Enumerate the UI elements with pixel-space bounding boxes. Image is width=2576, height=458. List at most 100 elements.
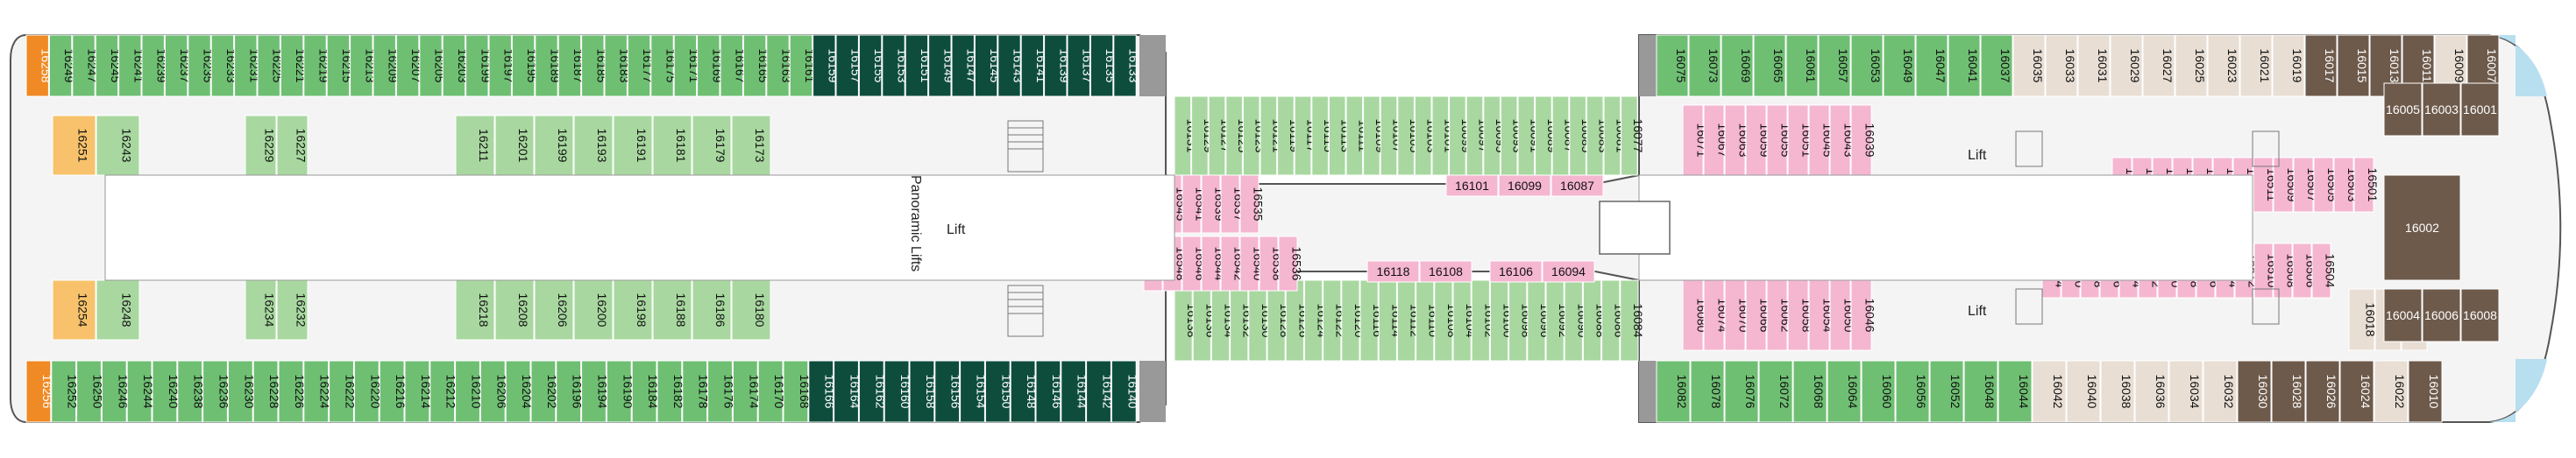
cabin-16215[interactable]: 16215	[326, 34, 354, 97]
cabin-box[interactable]	[534, 279, 574, 341]
cabin-16005[interactable]: 16005	[2383, 82, 2423, 137]
cabin-16019[interactable]: 16019	[2272, 34, 2305, 97]
cabin-box[interactable]	[278, 360, 304, 423]
cabin-box[interactable]	[984, 360, 1011, 423]
cabin-16038[interactable]: 16038	[2100, 360, 2135, 423]
cabin-box[interactable]	[1020, 34, 1045, 97]
cabin-box[interactable]	[1656, 360, 1691, 423]
cabin-16227[interactable]: 16227	[276, 115, 309, 176]
cabin-box[interactable]	[573, 279, 614, 341]
cabin-16228[interactable]: 16228	[252, 360, 281, 423]
cabin-16164[interactable]: 16164	[834, 360, 862, 423]
cabin-16026[interactable]: 16026	[2305, 360, 2340, 423]
cabin-box[interactable]	[858, 360, 884, 423]
cabin-16077[interactable]: 16077	[1621, 95, 1645, 176]
cabin-16194[interactable]: 16194	[581, 360, 610, 423]
cabin-16035[interactable]: 16035	[2012, 34, 2046, 97]
cabin-box[interactable]	[2348, 288, 2375, 351]
cabin-box[interactable]	[51, 360, 77, 423]
cabin-16182[interactable]: 16182	[656, 360, 685, 423]
cabin-16146[interactable]: 16146	[1035, 360, 1064, 423]
cabin-16027[interactable]: 16027	[2142, 34, 2175, 97]
cabin-box[interactable]	[118, 34, 142, 97]
cabin-box[interactable]	[2422, 288, 2461, 342]
cabin-16241[interactable]: 16241	[118, 34, 146, 97]
cabin-box[interactable]	[2353, 157, 2374, 213]
cabin-box[interactable]	[2337, 34, 2370, 97]
cabin-16210[interactable]: 16210	[455, 360, 484, 423]
cabin-box[interactable]	[48, 34, 73, 97]
cabin-16536[interactable]: 16536	[1278, 236, 1304, 292]
cabin-16052[interactable]: 16052	[1929, 360, 1964, 423]
cabin-16201[interactable]: 16201	[494, 115, 535, 176]
cabin-box[interactable]	[1182, 174, 1202, 234]
cabin-box[interactable]	[303, 34, 327, 97]
cabin-16004[interactable]: 16004	[2383, 288, 2423, 342]
cabin-box[interactable]	[245, 279, 277, 341]
cabin-16003[interactable]: 16003	[2422, 82, 2461, 137]
cabin-box[interactable]	[2142, 34, 2175, 97]
cabin-box[interactable]	[52, 115, 96, 176]
cabin-16002[interactable]: 16002	[2383, 174, 2461, 281]
cabin-box[interactable]	[202, 360, 228, 423]
cabin-box[interactable]	[757, 360, 784, 423]
cabin-16048[interactable]: 16048	[1963, 360, 1998, 423]
cabin-box[interactable]	[429, 360, 456, 423]
cabin-16069[interactable]: 16069	[1721, 34, 1754, 97]
cabin-box[interactable]	[1724, 360, 1759, 423]
cabin-box[interactable]	[905, 34, 929, 97]
cabin-box[interactable]	[2304, 34, 2338, 97]
cabin-16056[interactable]: 16056	[1895, 360, 1930, 423]
cabin-16023[interactable]: 16023	[2207, 34, 2240, 97]
cabin-16221[interactable]: 16221	[280, 34, 308, 97]
cabin-box[interactable]	[96, 115, 140, 176]
cabin-16230[interactable]: 16230	[227, 360, 256, 423]
cabin-box[interactable]	[2100, 360, 2135, 423]
cabin-16101[interactable]: 16101	[1445, 174, 1499, 197]
cabin-box[interactable]	[604, 34, 628, 97]
cabin-box[interactable]	[652, 115, 692, 176]
cabin-box[interactable]	[934, 360, 961, 423]
cabin-box[interactable]	[276, 115, 309, 176]
cabin-16156[interactable]: 16156	[934, 360, 963, 423]
cabin-16188[interactable]: 16188	[652, 279, 692, 341]
cabin-16542[interactable]: 16542	[1220, 236, 1246, 292]
cabin-box[interactable]	[720, 34, 743, 97]
cabin-16025[interactable]: 16025	[2175, 34, 2208, 97]
cabin-box[interactable]	[2383, 82, 2423, 137]
cabin-16213[interactable]: 16213	[350, 34, 378, 97]
cabin-box[interactable]	[2110, 34, 2143, 97]
cabin-box[interactable]	[682, 360, 708, 423]
cabin-16047[interactable]: 16047	[1915, 34, 1948, 97]
cabin-16250[interactable]: 16250	[76, 360, 105, 423]
cabin-16193[interactable]: 16193	[573, 115, 614, 176]
cabin-box[interactable]	[2077, 34, 2111, 97]
cabin-box[interactable]	[808, 360, 834, 423]
cabin-16065[interactable]: 16065	[1753, 34, 1786, 97]
cabin-16170[interactable]: 16170	[757, 360, 786, 423]
cabin-box[interactable]	[1067, 34, 1090, 97]
cabin-16208[interactable]: 16208	[494, 279, 535, 341]
cabin-box[interactable]	[395, 34, 420, 97]
cabin-16053[interactable]: 16053	[1850, 34, 1884, 97]
cabin-box[interactable]	[350, 34, 373, 97]
cabin-16064[interactable]: 16064	[1827, 360, 1862, 423]
cabin-16179[interactable]: 16179	[692, 115, 732, 176]
cabin-box[interactable]	[2273, 157, 2294, 213]
cabin-box[interactable]	[2272, 34, 2305, 97]
cabin-box[interactable]	[234, 34, 258, 97]
cabin-16075[interactable]: 16075	[1656, 34, 1689, 97]
cabin-box[interactable]	[494, 279, 535, 341]
cabin-16168[interactable]: 16168	[783, 360, 812, 423]
cabin-box[interactable]	[1239, 236, 1260, 292]
cabin-16140[interactable]: 16140	[1111, 360, 1139, 423]
cabin-box[interactable]	[783, 360, 809, 423]
cabin-box[interactable]	[488, 34, 512, 97]
cabin-box[interactable]	[1035, 360, 1061, 423]
cabin-16198[interactable]: 16198	[613, 279, 653, 341]
cabin-box[interactable]	[1044, 34, 1068, 97]
cabin-box[interactable]	[1690, 360, 1725, 423]
cabin-box[interactable]	[2032, 360, 2067, 423]
cabin-box[interactable]	[1294, 95, 1312, 176]
cabin-16245[interactable]: 16245	[95, 34, 123, 97]
